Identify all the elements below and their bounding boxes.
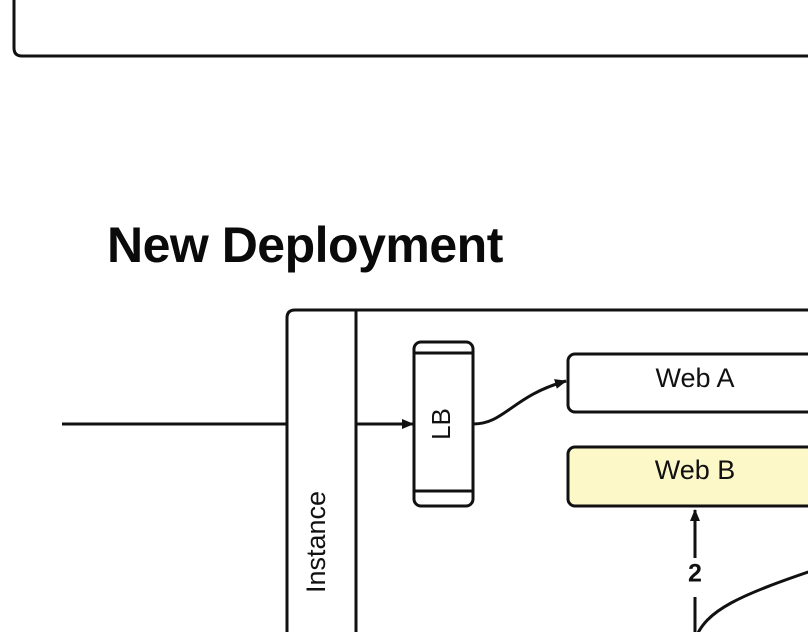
web-b-node: Web B [566, 445, 808, 508]
lb-to-web-a-arrow [472, 379, 567, 426]
previous-frame [12, 0, 808, 58]
web-a-node: Web A [566, 352, 808, 414]
web-a-label: Web A [655, 363, 734, 393]
lower-curve-connector [696, 570, 808, 632]
load-balancer-label: LB [426, 408, 456, 440]
web-b-label: Web B [655, 455, 736, 485]
load-balancer-node: LB [412, 340, 475, 508]
web-b-box [566, 445, 808, 508]
page-title: New Deployment [107, 217, 503, 273]
step-2-label: 2 [688, 560, 702, 588]
deployment-frame [285, 308, 808, 632]
instance-label: Instance [301, 491, 331, 593]
